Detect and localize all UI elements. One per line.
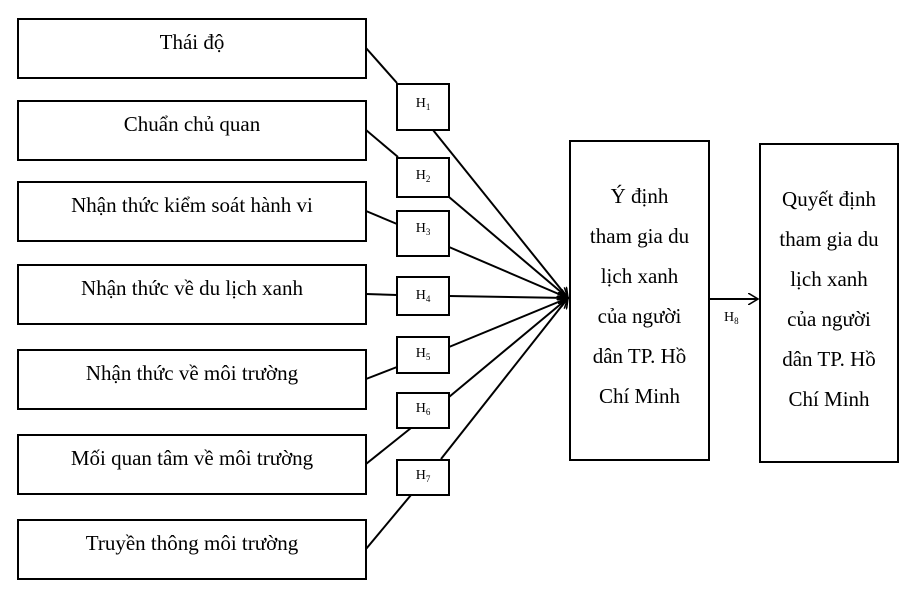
factor-box-environmental-concern: Mối quan tâm về môi trường bbox=[17, 434, 367, 495]
arrow-h6-intention bbox=[448, 298, 568, 398]
hypothesis-box-h7: H7 bbox=[396, 459, 450, 496]
factor-label: Chuẩn chủ quan bbox=[123, 112, 261, 136]
decision-line: Quyết định bbox=[782, 187, 876, 211]
hypothesis-box-h2: H2 bbox=[396, 157, 450, 198]
hypothesis-box-h6: H6 bbox=[396, 392, 450, 429]
intention-line: của người bbox=[597, 304, 682, 328]
factor-box-environmental-awareness: Nhận thức về môi trường bbox=[17, 349, 367, 410]
arrow-h2-intention bbox=[448, 196, 568, 298]
factor-box-green-tourism-awareness: Nhận thức về du lịch xanh bbox=[17, 264, 367, 325]
arrow-h3-intention bbox=[448, 246, 568, 298]
hypothesis-box-h3: H3 bbox=[396, 210, 450, 257]
hypothesis-index: 2 bbox=[425, 174, 431, 184]
factor-label: Nhận thức về môi trường bbox=[85, 361, 299, 385]
decision-box: Quyết định tham gia du lịch xanh của ngư… bbox=[759, 143, 899, 463]
factor-label: Nhận thức về du lịch xanh bbox=[81, 276, 303, 300]
arrow-h4-intention bbox=[448, 296, 568, 298]
hypothesis-index: 7 bbox=[425, 474, 431, 484]
decision-line: dân TP. Hồ bbox=[782, 347, 876, 371]
factor-box-subjective-norm: Chuẩn chủ quan bbox=[17, 100, 367, 161]
intention-line: Ý định bbox=[610, 184, 669, 208]
decision-line: lịch xanh bbox=[790, 267, 868, 291]
hypothesis-box-h5: H5 bbox=[396, 336, 450, 374]
decision-line: của người bbox=[787, 307, 871, 331]
factor-label: Mối quan tâm về môi trường bbox=[70, 446, 314, 470]
hypothesis-box-h4: H4 bbox=[396, 276, 450, 316]
hypothesis-label: H bbox=[415, 401, 426, 416]
hypothesis-label: H bbox=[415, 346, 426, 361]
link-factor5-h5 bbox=[365, 366, 398, 380]
hypothesis-label: H bbox=[415, 96, 426, 111]
hypothesis-label: H bbox=[415, 288, 426, 303]
hypothesis-label-h8: H8 bbox=[724, 310, 739, 326]
factor-box-environmental-communication: Truyền thông môi trường bbox=[17, 519, 367, 580]
factor-label: Nhận thức kiểm soát hành vi bbox=[71, 193, 313, 217]
hypothesis-index: 5 bbox=[425, 352, 431, 362]
intention-line: tham gia du bbox=[589, 224, 690, 248]
arrow-h5-intention bbox=[448, 298, 568, 348]
intention-box: Ý định tham gia du lịch xanh của người d… bbox=[569, 140, 710, 461]
factor-box-perceived-behavioral-control: Nhận thức kiểm soát hành vi bbox=[17, 181, 367, 242]
factor-box-attitude: Thái độ bbox=[17, 18, 367, 79]
link-factor1-h1 bbox=[365, 47, 398, 84]
hypothesis-index: 4 bbox=[425, 294, 431, 304]
link-factor4-h4 bbox=[365, 293, 398, 296]
intention-line: lịch xanh bbox=[600, 264, 679, 288]
hypothesis-index: 1 bbox=[425, 102, 431, 112]
link-factor2-h2 bbox=[365, 129, 399, 158]
hypothesis-label: H bbox=[724, 310, 735, 325]
decision-line: tham gia du bbox=[779, 227, 879, 251]
hypothesis-box-h1: H1 bbox=[396, 83, 450, 131]
hypothesis-index: 6 bbox=[425, 407, 431, 417]
hypothesis-index: 3 bbox=[425, 227, 431, 237]
hypothesis-label: H bbox=[415, 221, 426, 236]
decision-line: Chí Minh bbox=[788, 387, 870, 411]
link-factor7-h7 bbox=[365, 494, 412, 550]
intention-line: dân TP. Hồ bbox=[592, 344, 687, 368]
arrow-h7-intention bbox=[440, 298, 568, 460]
link-factor6-h6 bbox=[365, 427, 412, 465]
link-factor3-h3 bbox=[365, 210, 398, 225]
hypothesis-label: H bbox=[415, 168, 426, 183]
hypothesis-label: H bbox=[415, 468, 426, 483]
intention-line: Chí Minh bbox=[598, 384, 681, 408]
hypothesis-index: 8 bbox=[734, 316, 739, 326]
factor-label: Thái độ bbox=[159, 30, 225, 54]
arrow-h1-intention bbox=[432, 129, 568, 298]
factor-label: Truyền thông môi trường bbox=[85, 531, 299, 555]
